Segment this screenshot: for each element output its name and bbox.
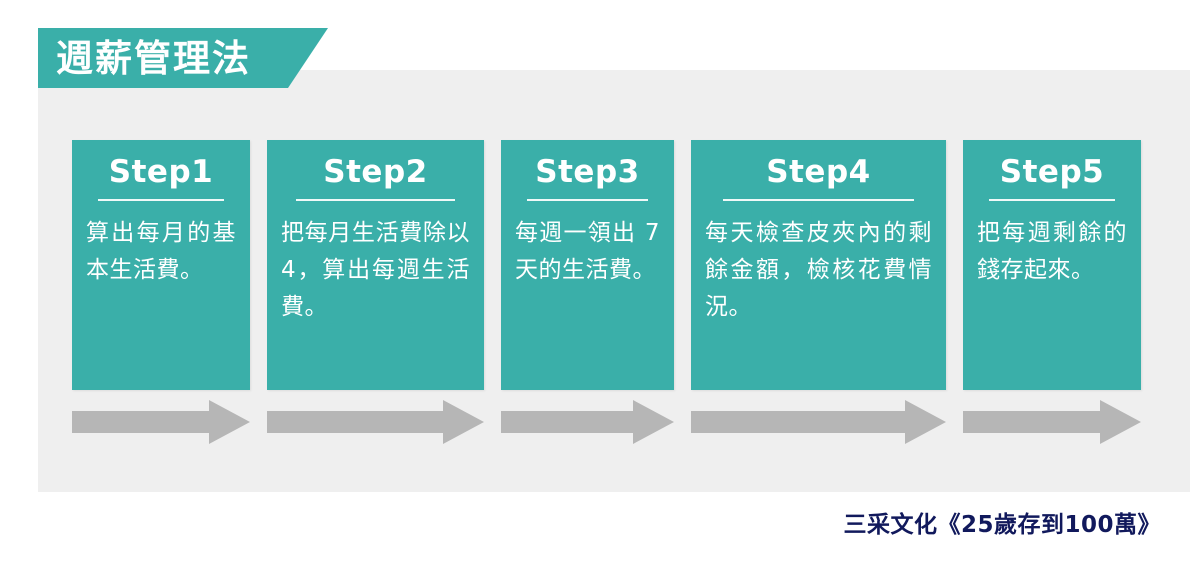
step-body-2: 把每月生活費除以 4，算出每週生活費。 (281, 219, 470, 321)
source-credit: 三采文化《25歲存到100萬》 (843, 512, 1161, 538)
step-card-1[interactable]: Step1 算出每月的基本生活費。 (72, 140, 250, 390)
step-body-5: 把每週剩餘的錢存起來。 (977, 219, 1127, 283)
step-heading-3: Step3 (535, 154, 640, 190)
step-heading-5: Step5 (999, 154, 1105, 190)
step-heading-1: Step1 (108, 154, 214, 190)
arrow-right-icon-5 (963, 400, 1141, 444)
steps-row: Step1 算出每月的基本生活費。 Step2 把每月生活費除以 4，算出每週生… (72, 140, 1158, 390)
step-body-3: 每週一領出 7 天的生活費。 (515, 219, 660, 283)
step-card-4[interactable]: Step4 每天檢查皮夾內的剩餘金額，檢核花費情況。 (691, 140, 946, 390)
arrows-row (72, 400, 1158, 444)
step-card-5[interactable]: Step5 把每週剩餘的錢存起來。 (963, 140, 1141, 390)
arrow-right-icon-3 (501, 400, 674, 444)
arrow-right-icon-4 (691, 400, 946, 444)
step-divider-4 (723, 198, 914, 201)
step-body-4: 每天檢查皮夾內的剩餘金額，檢核花費情況。 (705, 219, 932, 321)
step-divider-5 (989, 198, 1115, 201)
arrow-right-icon-1 (72, 400, 250, 444)
step-body-1: 算出每月的基本生活費。 (86, 219, 236, 283)
step-card-2[interactable]: Step2 把每月生活費除以 4，算出每週生活費。 (267, 140, 484, 390)
step-card-3[interactable]: Step3 每週一領出 7 天的生活費。 (501, 140, 674, 390)
title-banner: 週薪管理法 (38, 28, 328, 88)
step-divider-3 (526, 198, 649, 201)
page-title: 週薪管理法 (56, 36, 251, 80)
step-divider-2 (296, 198, 455, 201)
arrow-right-icon-2 (267, 400, 484, 444)
step-heading-2: Step2 (323, 154, 428, 190)
step-divider-1 (98, 198, 224, 201)
step-heading-4: Step4 (766, 154, 871, 190)
